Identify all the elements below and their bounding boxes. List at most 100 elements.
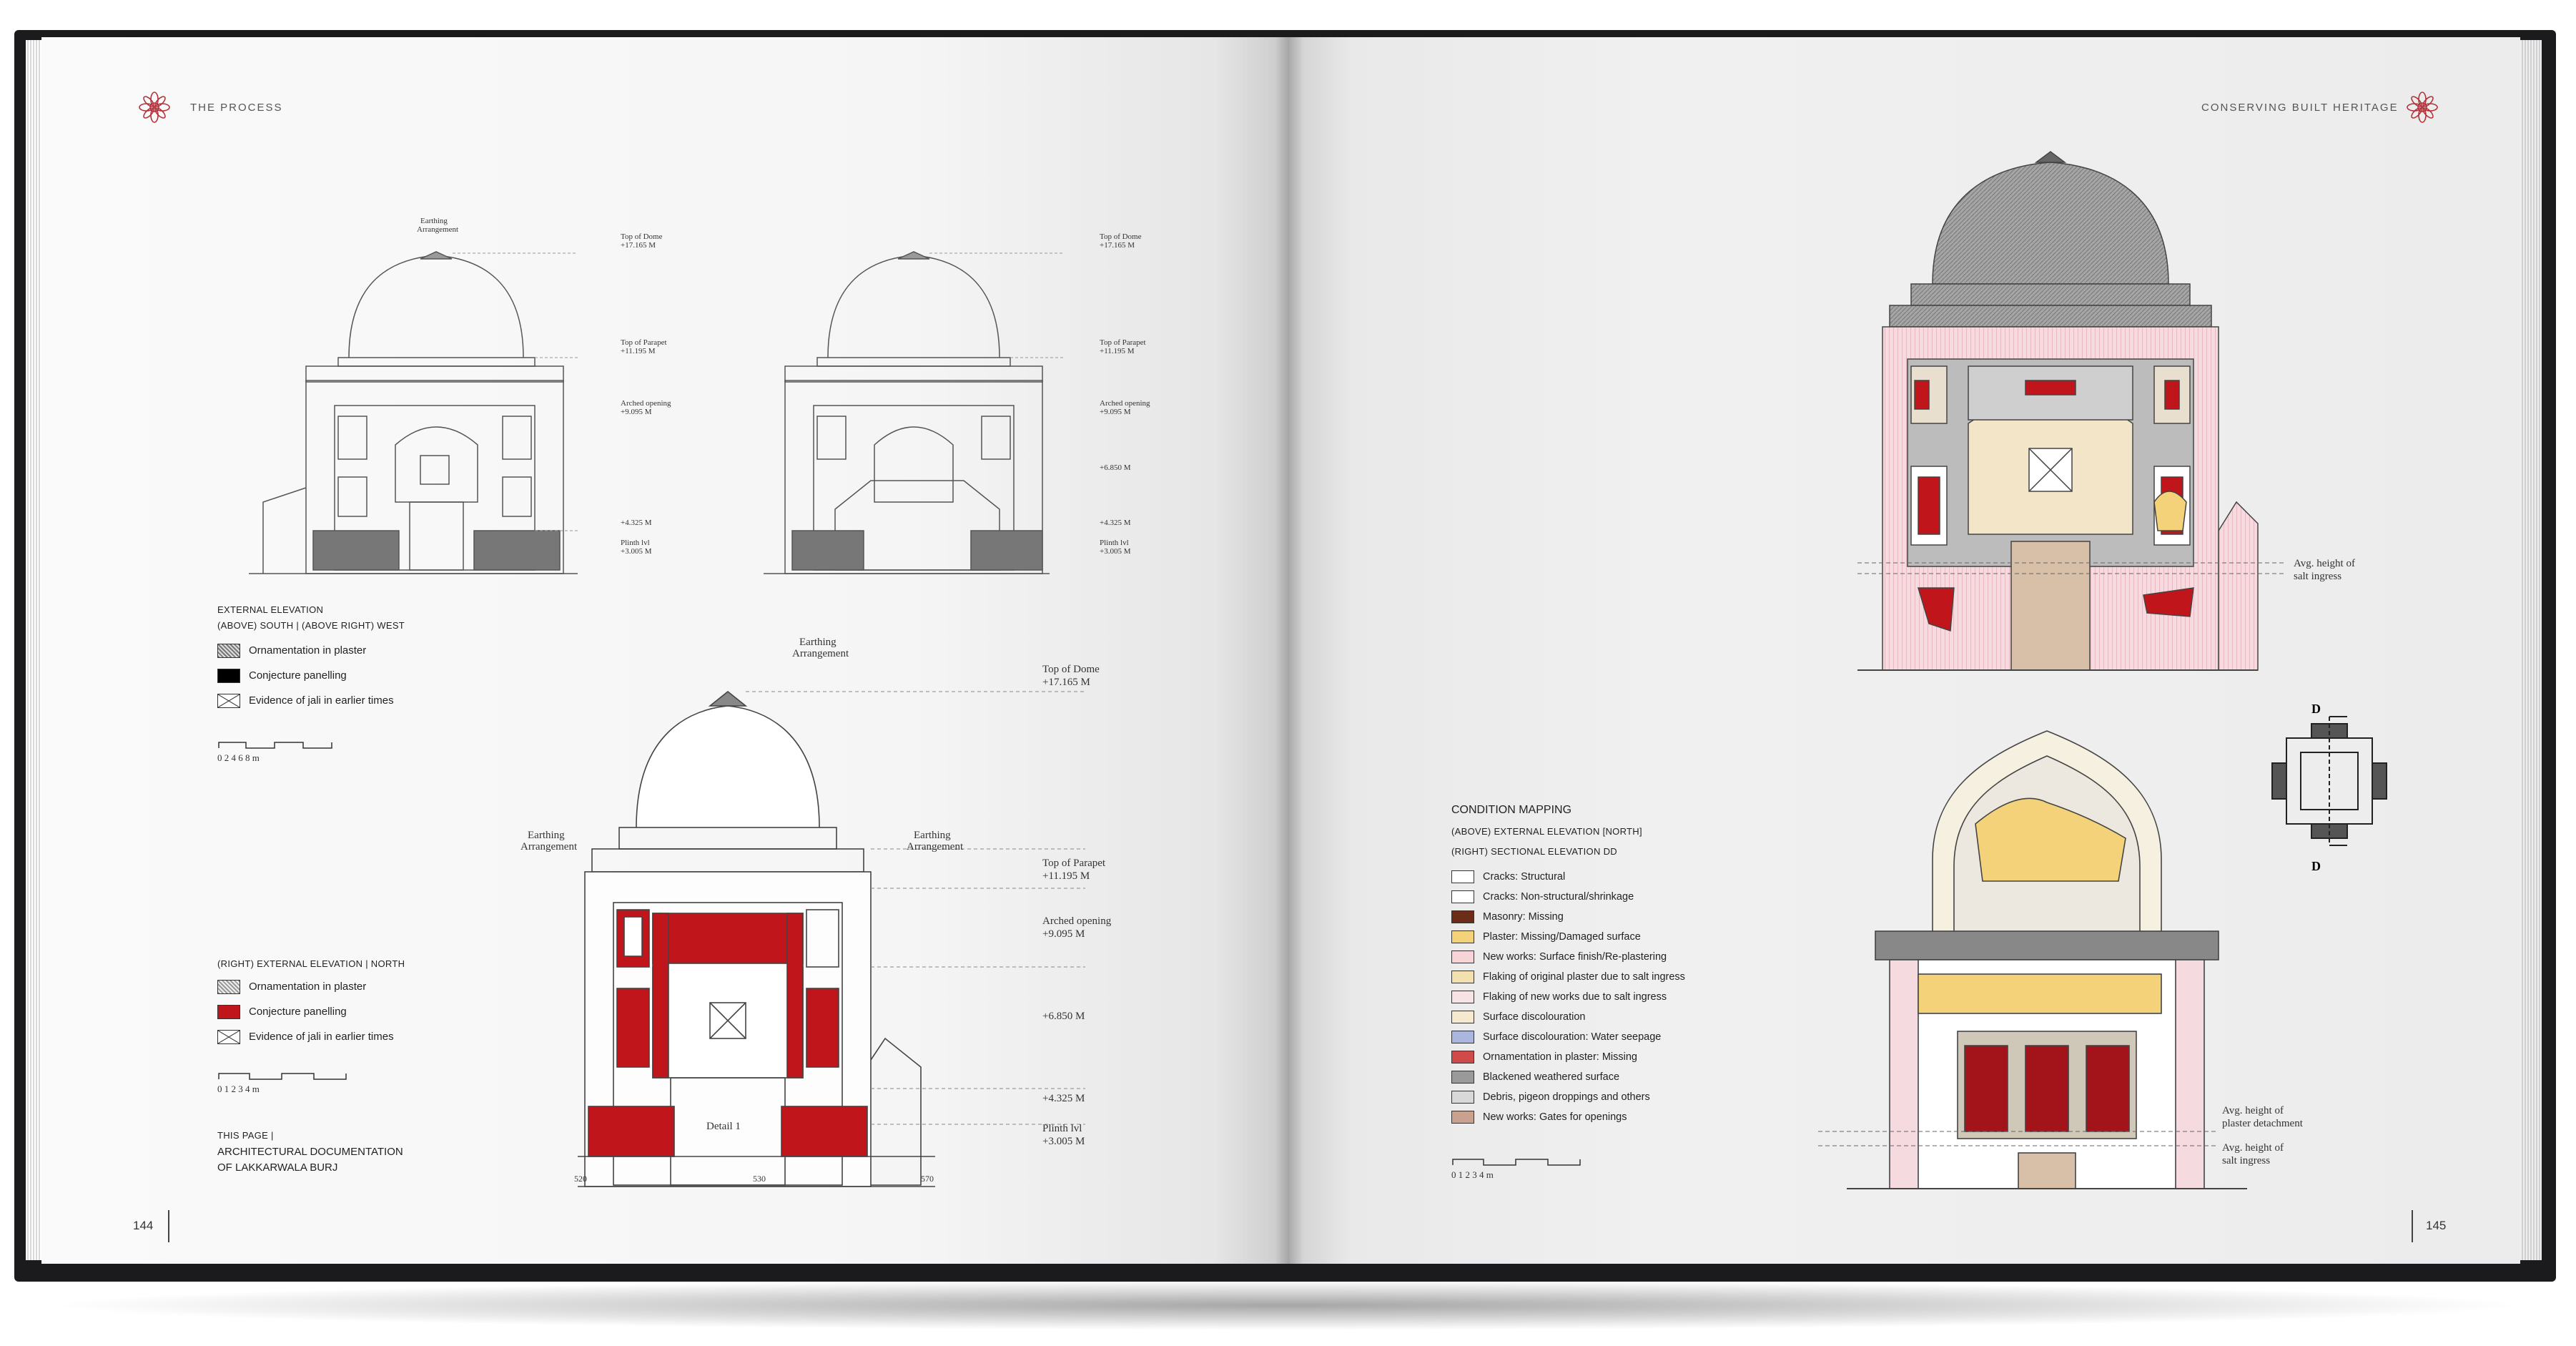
legend-swatch xyxy=(1451,930,1474,943)
lg-label-dim-520: 520 xyxy=(574,1174,587,1184)
legend-mid-item: Ornamentation in plaster xyxy=(217,974,394,999)
lg-label-top-parapet-val: +11.195 M xyxy=(1042,870,1090,882)
condition-legend-item: Debris, pigeon droppings and others xyxy=(1451,1087,1685,1107)
dwg-label-arched-2: Arched opening xyxy=(1100,399,1150,408)
legend-label: New works: Surface finish/Re-plastering xyxy=(1483,951,1667,963)
page-number-right: 145 xyxy=(2426,1219,2447,1232)
detach-label-1: Avg. height of xyxy=(2222,1105,2284,1116)
caption-bottom-line1: ARCHITECTURAL DOCUMENTATION xyxy=(217,1146,403,1158)
legend-label: Surface discolouration: Water seepage xyxy=(1483,1031,1662,1043)
dwg-label-top-dome: Top of Dome xyxy=(621,232,663,241)
legend-swatch xyxy=(1451,991,1474,1003)
lg-label-arched-val: +9.095 M xyxy=(1042,928,1085,940)
dwg-label-top-dome-val-2: +17.165 M xyxy=(1100,241,1135,250)
scale-bar-right: 0 1 2 3 4 m xyxy=(1451,1159,1581,1180)
flower-logo-icon xyxy=(2407,92,2438,123)
lg-label-top-parapet: Top of Parapet xyxy=(1042,858,1106,869)
lg-label-earthing-left: Earthing xyxy=(528,830,565,841)
detach-label-4: salt ingress xyxy=(2222,1155,2270,1166)
dwg-label-arrangement: Arrangement xyxy=(417,225,458,234)
legend-label: Masonry: Missing xyxy=(1483,911,1564,923)
salt-label-2: salt ingress xyxy=(2294,571,2341,582)
lg-label-arrangement-right: Arrangement xyxy=(907,841,964,853)
dwg-label-4325: +4.325 M xyxy=(621,519,652,527)
condition-sub1: (ABOVE) EXTERNAL ELEVATION [NORTH] xyxy=(1451,826,1642,837)
lg-label-arrangement-left: Arrangement xyxy=(520,841,578,853)
legend-swatch xyxy=(1451,1051,1474,1063)
legend-label: Flaking of new works due to salt ingress xyxy=(1483,991,1667,1003)
lg-label-arched: Arched opening xyxy=(1042,915,1112,927)
detach-label-2: plaster detachment xyxy=(2222,1118,2304,1129)
page-number-rule-left xyxy=(168,1210,169,1242)
lg-label-4325: +4.325 M xyxy=(1042,1093,1085,1104)
legend-swatch xyxy=(1451,1111,1474,1124)
svg-text:0 1 2 3 4 m: 0 1 2 3 4 m xyxy=(1451,1169,1494,1180)
legend-swatch xyxy=(1451,1071,1474,1084)
salt-label-1: Avg. height of xyxy=(2294,558,2355,569)
legend-swatch xyxy=(1451,1091,1474,1104)
condition-legend-item: Masonry: Missing xyxy=(1451,907,1685,927)
book-shadow xyxy=(43,1280,2531,1330)
north-elevation-large: Earthing Arrangement Top of Dome +17.165… xyxy=(520,637,1112,1187)
lg-label-earthing-right: Earthing xyxy=(914,830,951,841)
condition-legend-item: New works: Gates for openings xyxy=(1451,1107,1685,1127)
condition-legend-item: Cracks: Structural xyxy=(1451,867,1685,887)
lg-label-dim-570: 570 xyxy=(921,1174,934,1184)
condition-sub2: (RIGHT) SECTIONAL ELEVATION DD xyxy=(1451,846,1617,857)
condition-legend-item: Blackened weathered surface xyxy=(1451,1067,1685,1087)
dwg-label-top-parapet-val-2: +11.195 M xyxy=(1100,347,1135,355)
legend-swatch xyxy=(1451,910,1474,923)
legend-top: Ornamentation in plaster Conjecture pane… xyxy=(217,638,394,713)
caption-mid: (RIGHT) EXTERNAL ELEVATION | NORTH xyxy=(217,958,405,969)
scale-bar-top: 0 2 4 6 8 m xyxy=(217,742,332,763)
legend-label: Cracks: Non-structural/shrinkage xyxy=(1483,891,1634,903)
dwg-label-4325-2: +4.325 M xyxy=(1100,519,1131,527)
legend-label: New works: Gates for openings xyxy=(1483,1111,1627,1123)
dwg-label-top-dome-val: +17.165 M xyxy=(621,241,656,250)
lg-label-plinth-val: +3.005 M xyxy=(1042,1136,1085,1147)
caption-top-subtitle: (ABOVE) SOUTH | (ABOVE RIGHT) WEST xyxy=(217,620,405,631)
legend-label: Plaster: Missing/Damaged surface xyxy=(1483,931,1641,943)
svg-text:0 1 2 3 4 m: 0 1 2 3 4 m xyxy=(217,1084,260,1094)
condition-legend-item: New works: Surface finish/Re-plastering xyxy=(1451,947,1685,967)
legend-swatch xyxy=(1451,971,1474,983)
dwg-label-plinth: Plinth lvl xyxy=(621,539,650,547)
lg-label-dim-530: 530 xyxy=(753,1174,766,1184)
svg-text:0 2 4 6 8 m: 0 2 4 6 8 m xyxy=(217,752,260,763)
dwg-label-top-parapet-val: +11.195 M xyxy=(621,347,656,355)
dwg-label-6850: +6.850 M xyxy=(1100,463,1131,472)
legend-label: Ornamentation in plaster: Missing xyxy=(1483,1051,1637,1063)
book-gutter xyxy=(1275,37,1303,1264)
lg-label-top-dome: Top of Dome xyxy=(1042,664,1100,675)
dwg-label-plinth-2: Plinth lvl xyxy=(1100,539,1129,547)
legend-label: Blackened weathered surface xyxy=(1483,1071,1620,1083)
page-edges-left xyxy=(26,40,43,1260)
condition-legend-item: Flaking of new works due to salt ingress xyxy=(1451,987,1685,1007)
legend-swatch xyxy=(1451,890,1474,903)
right-page: CONSERVING BUILT HERITAGE xyxy=(1289,37,2520,1264)
flower-logo-icon xyxy=(139,92,170,123)
condition-legend-item: Surface discolouration xyxy=(1451,1007,1685,1027)
dwg-label-arched-val-2: +9.095 M xyxy=(1100,408,1131,416)
elevation-drawings-small: Earthing Arrangement Top of Dome +17.165… xyxy=(249,217,1150,574)
condition-legend-item: Plaster: Missing/Damaged surface xyxy=(1451,927,1685,947)
page-number-rule-right xyxy=(2412,1210,2413,1242)
scale-bar-mid: 0 1 2 3 4 m xyxy=(217,1073,347,1094)
lg-label-arrangement: Arrangement xyxy=(792,648,849,659)
condition-title: CONDITION MAPPING xyxy=(1451,804,1572,816)
caption-bottom-line2: OF LAKKARWALA BURJ xyxy=(217,1161,338,1174)
dwg-label-plinth-val: +3.005 M xyxy=(621,547,652,556)
dwg-label-arched: Arched opening xyxy=(621,399,671,408)
condition-elevation-north: Avg. height of salt ingress xyxy=(1857,151,2355,671)
key-label-top: D xyxy=(2311,702,2321,716)
dwg-label-earthing: Earthing xyxy=(420,217,448,225)
running-header: THE PROCESS xyxy=(190,102,283,114)
page-edges-right xyxy=(2520,40,2542,1260)
lg-label-plinth: Plinth lvl xyxy=(1042,1123,1082,1134)
section-elevation-dd: Avg. height of plaster detachment Avg. h… xyxy=(1818,730,2304,1189)
legend-label: Flaking of original plaster due to salt … xyxy=(1483,971,1685,983)
running-header-right: CONSERVING BUILT HERITAGE xyxy=(2201,102,2399,114)
dwg-label-arched-val: +9.095 M xyxy=(621,408,652,416)
legend-swatch xyxy=(1451,1011,1474,1023)
